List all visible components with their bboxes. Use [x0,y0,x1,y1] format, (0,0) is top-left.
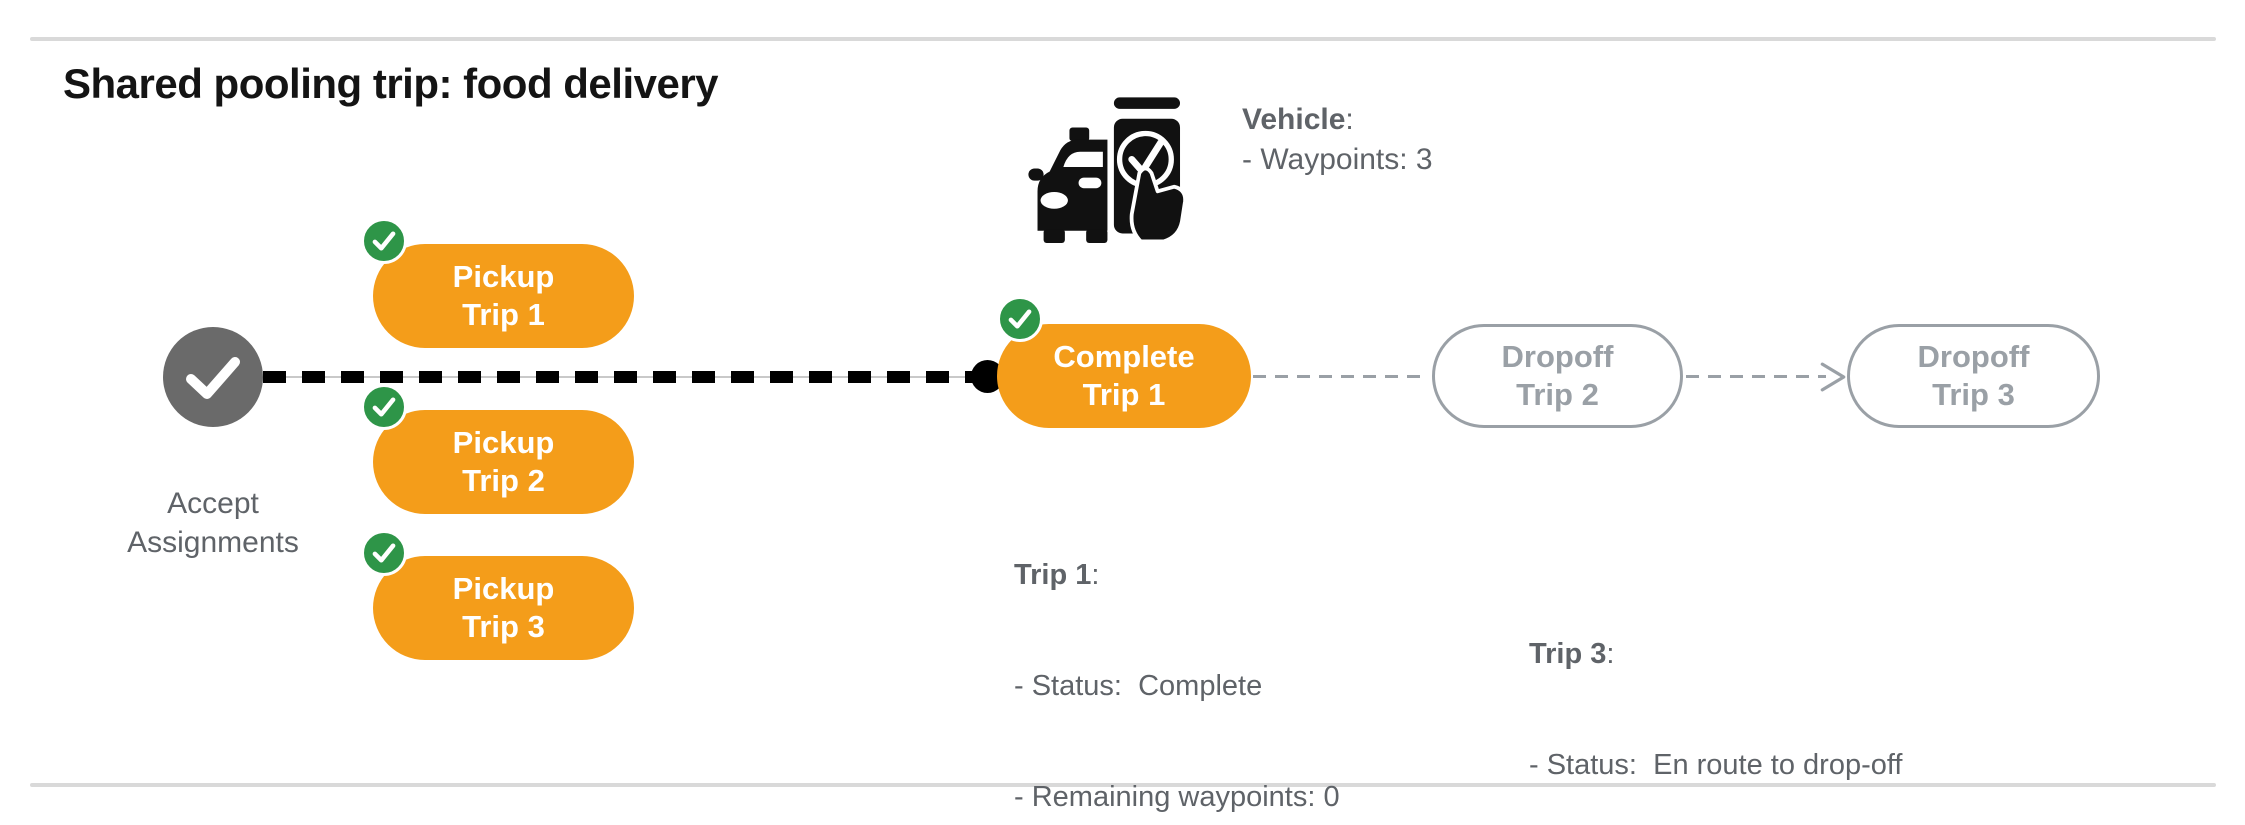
check-badge-icon [372,231,396,251]
check-badge-icon [372,543,396,563]
bottom-divider [30,783,2216,787]
arrowhead-icon [1820,362,1846,397]
completed-check-badge [361,218,407,264]
status-entry-label: Trip 1: [1014,559,1100,591]
accept-assignments-label: Accept Assignments [38,484,388,562]
pill-label-line1: Dropoff [1917,339,2030,374]
accept-label-line2: Assignments [127,526,299,559]
pill-label-line1: Pickup [452,259,555,294]
route-dashes [263,371,973,383]
pill-label-line2: Trip 3 [1932,377,2015,412]
vehicle-label-line: Vehicle: [1242,100,1433,140]
completed-check-badge [361,384,407,430]
pill-label-line2: Trip 2 [1516,377,1599,412]
status-entry-label: Trip 3: [1529,638,1615,670]
node-dropoff-trip-2: Dropoff Trip 2 [1432,324,1683,428]
pill-label-line2: Trip 3 [462,609,545,644]
pill-label-line1: Pickup [452,425,555,460]
vehicle-phone-check-icon [1028,93,1196,246]
connector-to-dropoff-2 [1253,375,1429,378]
accept-label-line1: Accept [167,487,259,520]
check-icon [186,357,240,399]
check-badge-icon [1008,309,1032,329]
vehicle-label-colon: : [1345,103,1354,136]
trip-status-block-1: Trip 1: - Status: Complete - Remaining w… [1014,483,1387,825]
vehicle-label: Vehicle [1242,103,1346,136]
top-divider [30,37,2216,41]
pill-label-line1: Pickup [452,571,555,606]
pill-label-line2: Trip 1 [1082,377,1166,412]
accept-assignments-node [163,327,263,427]
node-dropoff-trip-3: Dropoff Trip 3 [1847,324,2100,428]
node-complete-trip-1: Complete Trip 1 [997,296,1251,428]
completed-check-badge [997,296,1043,342]
node-pickup-trip-3: Pickup Trip 3 [361,530,634,660]
page-title: Shared pooling trip: food delivery [63,60,719,107]
pill-label-line1: Complete [1053,339,1195,374]
status-line: - Status: Complete [1014,670,1263,702]
completed-check-badge [361,530,407,576]
check-badge-icon [372,397,396,417]
connector-to-dropoff-3 [1686,375,1826,378]
node-pickup-trip-1: Pickup Trip 1 [361,218,634,348]
route-dashed-line [263,371,973,383]
vehicle-waypoints-line: - Waypoints: 3 [1242,143,1433,176]
pill-label-line2: Trip 1 [462,297,545,332]
trip-status-block-2: Trip 3: - Status: En route to drop-off -… [1529,562,1902,825]
status-line: - Remaining waypoints: 0 [1014,781,1340,813]
pill-label-line2: Trip 2 [462,463,545,498]
vehicle-info: Vehicle: - Waypoints: 3 [1242,100,1433,180]
node-pickup-trip-2: Pickup Trip 2 [361,384,634,514]
status-line: - Status: En route to drop-off [1529,749,1903,781]
pill-label-line1: Dropoff [1501,339,1614,374]
